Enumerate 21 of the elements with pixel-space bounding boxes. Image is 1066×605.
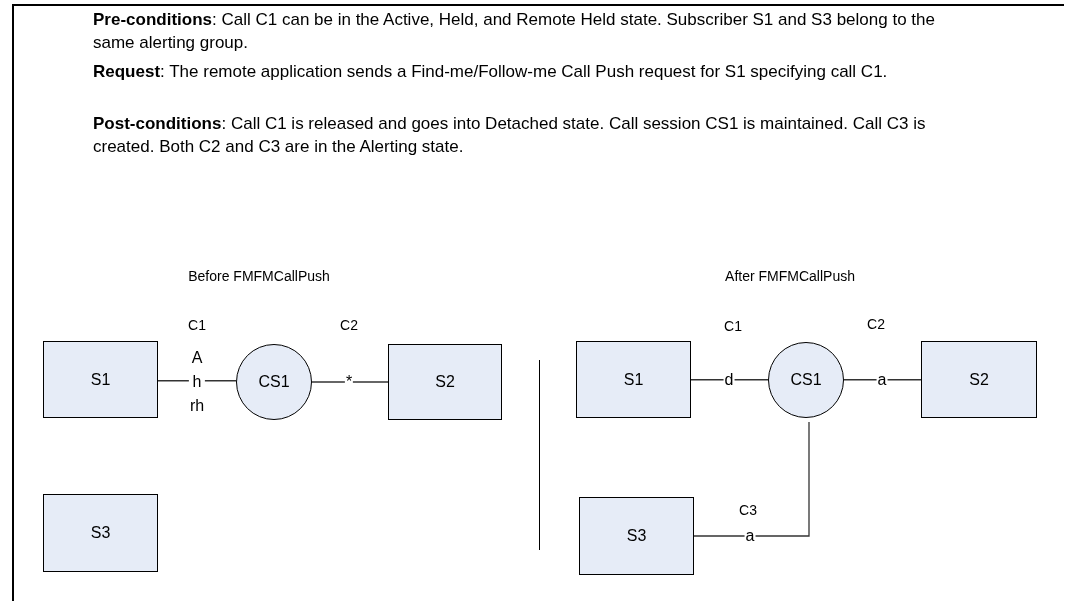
subscriber-box: S2 — [921, 341, 1037, 418]
call-label: C2 — [867, 316, 885, 332]
call-label: C3 — [739, 502, 757, 518]
call-label: C1 — [188, 317, 206, 333]
connector-line — [690, 379, 769, 381]
paragraph: Pre-conditions: Call C1 can be in the Active, Held, and Remote Held state. Subscriber S1 and S3 belong to the same alerting group. — [93, 9, 936, 54]
subscriber-box: S1 — [43, 341, 158, 418]
subscriber-box: S3 — [579, 497, 694, 575]
session-circle: CS1 — [768, 342, 844, 418]
panel-title: Before FMFMCallPush — [188, 268, 330, 284]
subscriber-box: S3 — [43, 494, 158, 572]
call-label: C2 — [340, 317, 358, 333]
paragraph: Request: The remote application sends a Find-me/Follow-me Call Push request for S1 specifying call C1. — [93, 61, 889, 83]
connector-line — [311, 381, 389, 383]
connector-line — [693, 421, 810, 537]
call-label: C1 — [724, 318, 742, 334]
panel-title: After FMFMCallPush — [725, 268, 855, 284]
paragraph: Post-conditions: Call C1 is released and goes into Detached state. Call session CS1 is maintained. Call C3 is created. Both C2 and C3 are in the Alerting state. — [93, 113, 927, 158]
subscriber-box: S2 — [388, 344, 502, 420]
subscriber-box: S1 — [576, 341, 691, 418]
session-circle: CS1 — [236, 344, 312, 420]
